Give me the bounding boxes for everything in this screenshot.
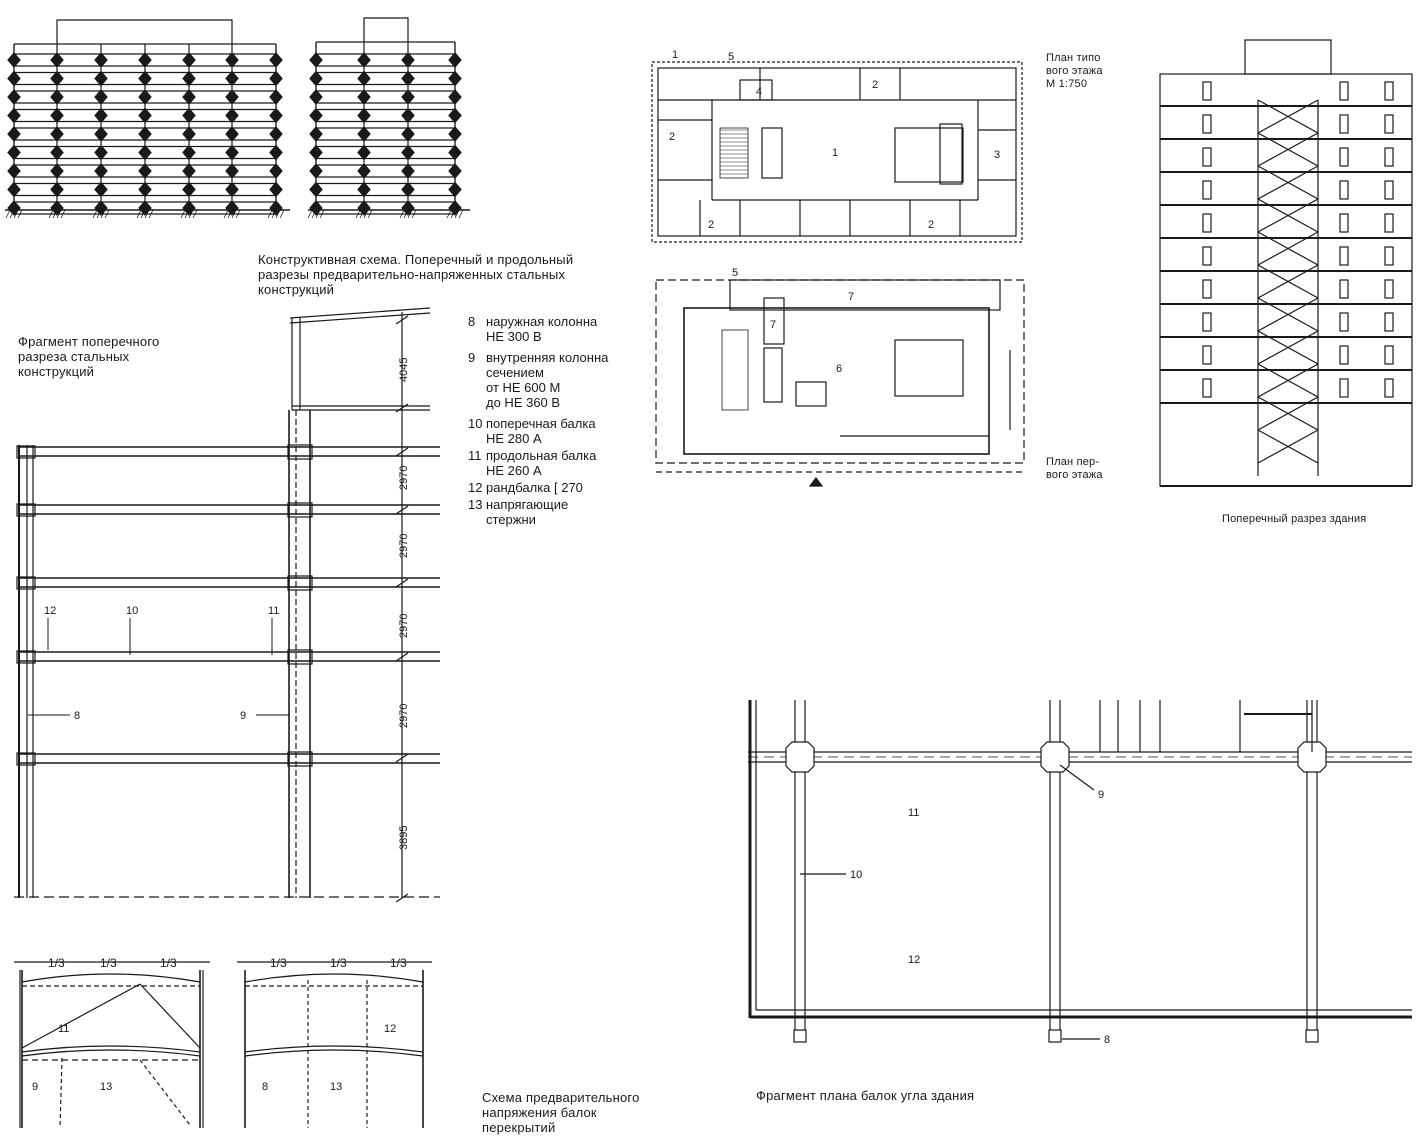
building-section: [1159, 39, 1413, 487]
dim-text: 3895: [398, 826, 410, 850]
marker: 12: [384, 1023, 396, 1035]
marker: 9: [32, 1081, 38, 1093]
dim-text: 2970: [398, 466, 410, 490]
dimension-texts: 4045 2970 2970 2970 2970 3895: [398, 358, 410, 850]
legend-text: напрягающие стержни: [486, 497, 569, 527]
beam-plan-fragment: [748, 700, 1412, 1043]
typical-plan-room-numbers: 1 2 2 2 2 3 4 5 1: [669, 49, 1000, 231]
legend-num: 9: [468, 350, 476, 365]
legend-text: поперечная балка НЕ 280 А: [486, 416, 596, 446]
prestress-labels: 1/3 1/3 1/3 1/3 1/3 1/3 11 13 9 12 13 8: [32, 956, 407, 1093]
room-number: 2: [669, 131, 675, 143]
marker: 8: [262, 1081, 268, 1093]
marker: 13: [330, 1081, 342, 1093]
legend-num: 10: [468, 416, 483, 431]
dim-text: 2970: [398, 534, 410, 558]
first-plan-room-numbers: 5 6 7 7: [732, 267, 854, 375]
third-label: 1/3: [270, 956, 287, 970]
third-label: 1/3: [48, 956, 65, 970]
section-markers: 12 10 11 8 9: [44, 605, 279, 722]
legend-item: 10 поперечная балка НЕ 280 А: [468, 416, 658, 446]
ground-hatch: [5, 209, 285, 219]
legend-text: продольная балка НЕ 260 А: [486, 448, 597, 478]
third-label: 1/3: [330, 956, 347, 970]
marker-8: 8: [74, 710, 80, 722]
legend-text: наружная колонна НЕ 300 В: [486, 314, 598, 344]
ground-hatch: [307, 209, 464, 219]
scheme-floors: [7, 44, 283, 216]
caption-beam-plan-fragment: Фрагмент плана балок угла здания: [756, 1088, 975, 1103]
marker-11: 11: [268, 605, 279, 617]
caption-first-floor-plan: План пер- вого этажа: [1046, 456, 1103, 481]
room-number: 2: [708, 219, 714, 231]
room-number: 2: [928, 219, 934, 231]
room-number: 1: [832, 147, 838, 159]
section-leaders: [28, 618, 290, 716]
third-label: 1/3: [160, 956, 177, 970]
marker: 11: [58, 1023, 69, 1035]
room-number: 7: [770, 319, 776, 331]
caption-typical-floor-plan: План типо вого этажа М 1:750: [1046, 52, 1103, 90]
room-number: 3: [994, 149, 1000, 161]
marker-11: 11: [908, 807, 919, 819]
marker-10: 10: [126, 605, 138, 617]
dim-text: 4045: [398, 358, 410, 382]
room-number: 4: [756, 86, 762, 98]
room-number: 7: [848, 291, 854, 303]
longitudinal-scheme: [307, 17, 470, 219]
marker-9: 9: [1098, 789, 1104, 801]
legend-num: 11: [468, 448, 482, 463]
beam-plan-markers: 11 9 10 12 8: [850, 789, 1110, 1046]
caption-structural-scheme: Конструктивная схема. Поперечный и продо…: [258, 252, 574, 297]
marker-10: 10: [850, 869, 862, 881]
cross-section-fragment: [14, 307, 440, 903]
dim-text: 2970: [398, 614, 410, 638]
legend-item: 13 напрягающие стержни: [468, 497, 658, 527]
marker-9: 9: [240, 710, 246, 722]
room-number: 6: [836, 363, 842, 375]
legend-text: рандбалка [ 270: [486, 480, 583, 495]
prestress-scheme-right: [237, 961, 432, 1128]
transverse-scheme: [5, 19, 290, 219]
legend-item: 11 продольная балка НЕ 260 А: [468, 448, 658, 478]
caption-prestress-scheme: Схема предварительного напряжения балок …: [482, 1090, 640, 1135]
legend-num: 12: [468, 480, 483, 495]
legend-num: 13: [468, 497, 483, 512]
marker-12: 12: [44, 605, 56, 617]
caption-building-section: Поперечный разрез здания: [1222, 513, 1367, 525]
legend-num: 8: [468, 314, 476, 329]
dim-text: 2970: [398, 704, 410, 728]
room-number: 5: [728, 51, 734, 63]
legend-item: 9 внутренняя колонна сечением от НЕ 600 …: [468, 350, 658, 410]
legend-item: 12 рандбалка [ 270: [468, 480, 658, 495]
typical-floor-plan: [651, 61, 1023, 243]
room-number: 5: [732, 267, 738, 279]
legend: 8 наружная колонна НЕ 300 В 9 внутренняя…: [468, 314, 658, 527]
legend-item: 8 наружная колонна НЕ 300 В: [468, 314, 658, 344]
prestress-scheme-left: [14, 961, 210, 1129]
third-label: 1/3: [100, 956, 117, 970]
marker-12: 12: [908, 954, 920, 966]
legend-text: внутренняя колонна сечением от НЕ 600 М …: [486, 350, 609, 410]
caption-fragment-cross-section: Фрагмент поперечного разреза стальных ко…: [18, 334, 160, 379]
room-number: 1: [672, 49, 678, 61]
marker-8: 8: [1104, 1034, 1110, 1046]
first-floor-plan: [655, 279, 1025, 487]
third-label: 1/3: [390, 956, 407, 970]
marker: 13: [100, 1081, 112, 1093]
room-number: 2: [872, 79, 878, 91]
